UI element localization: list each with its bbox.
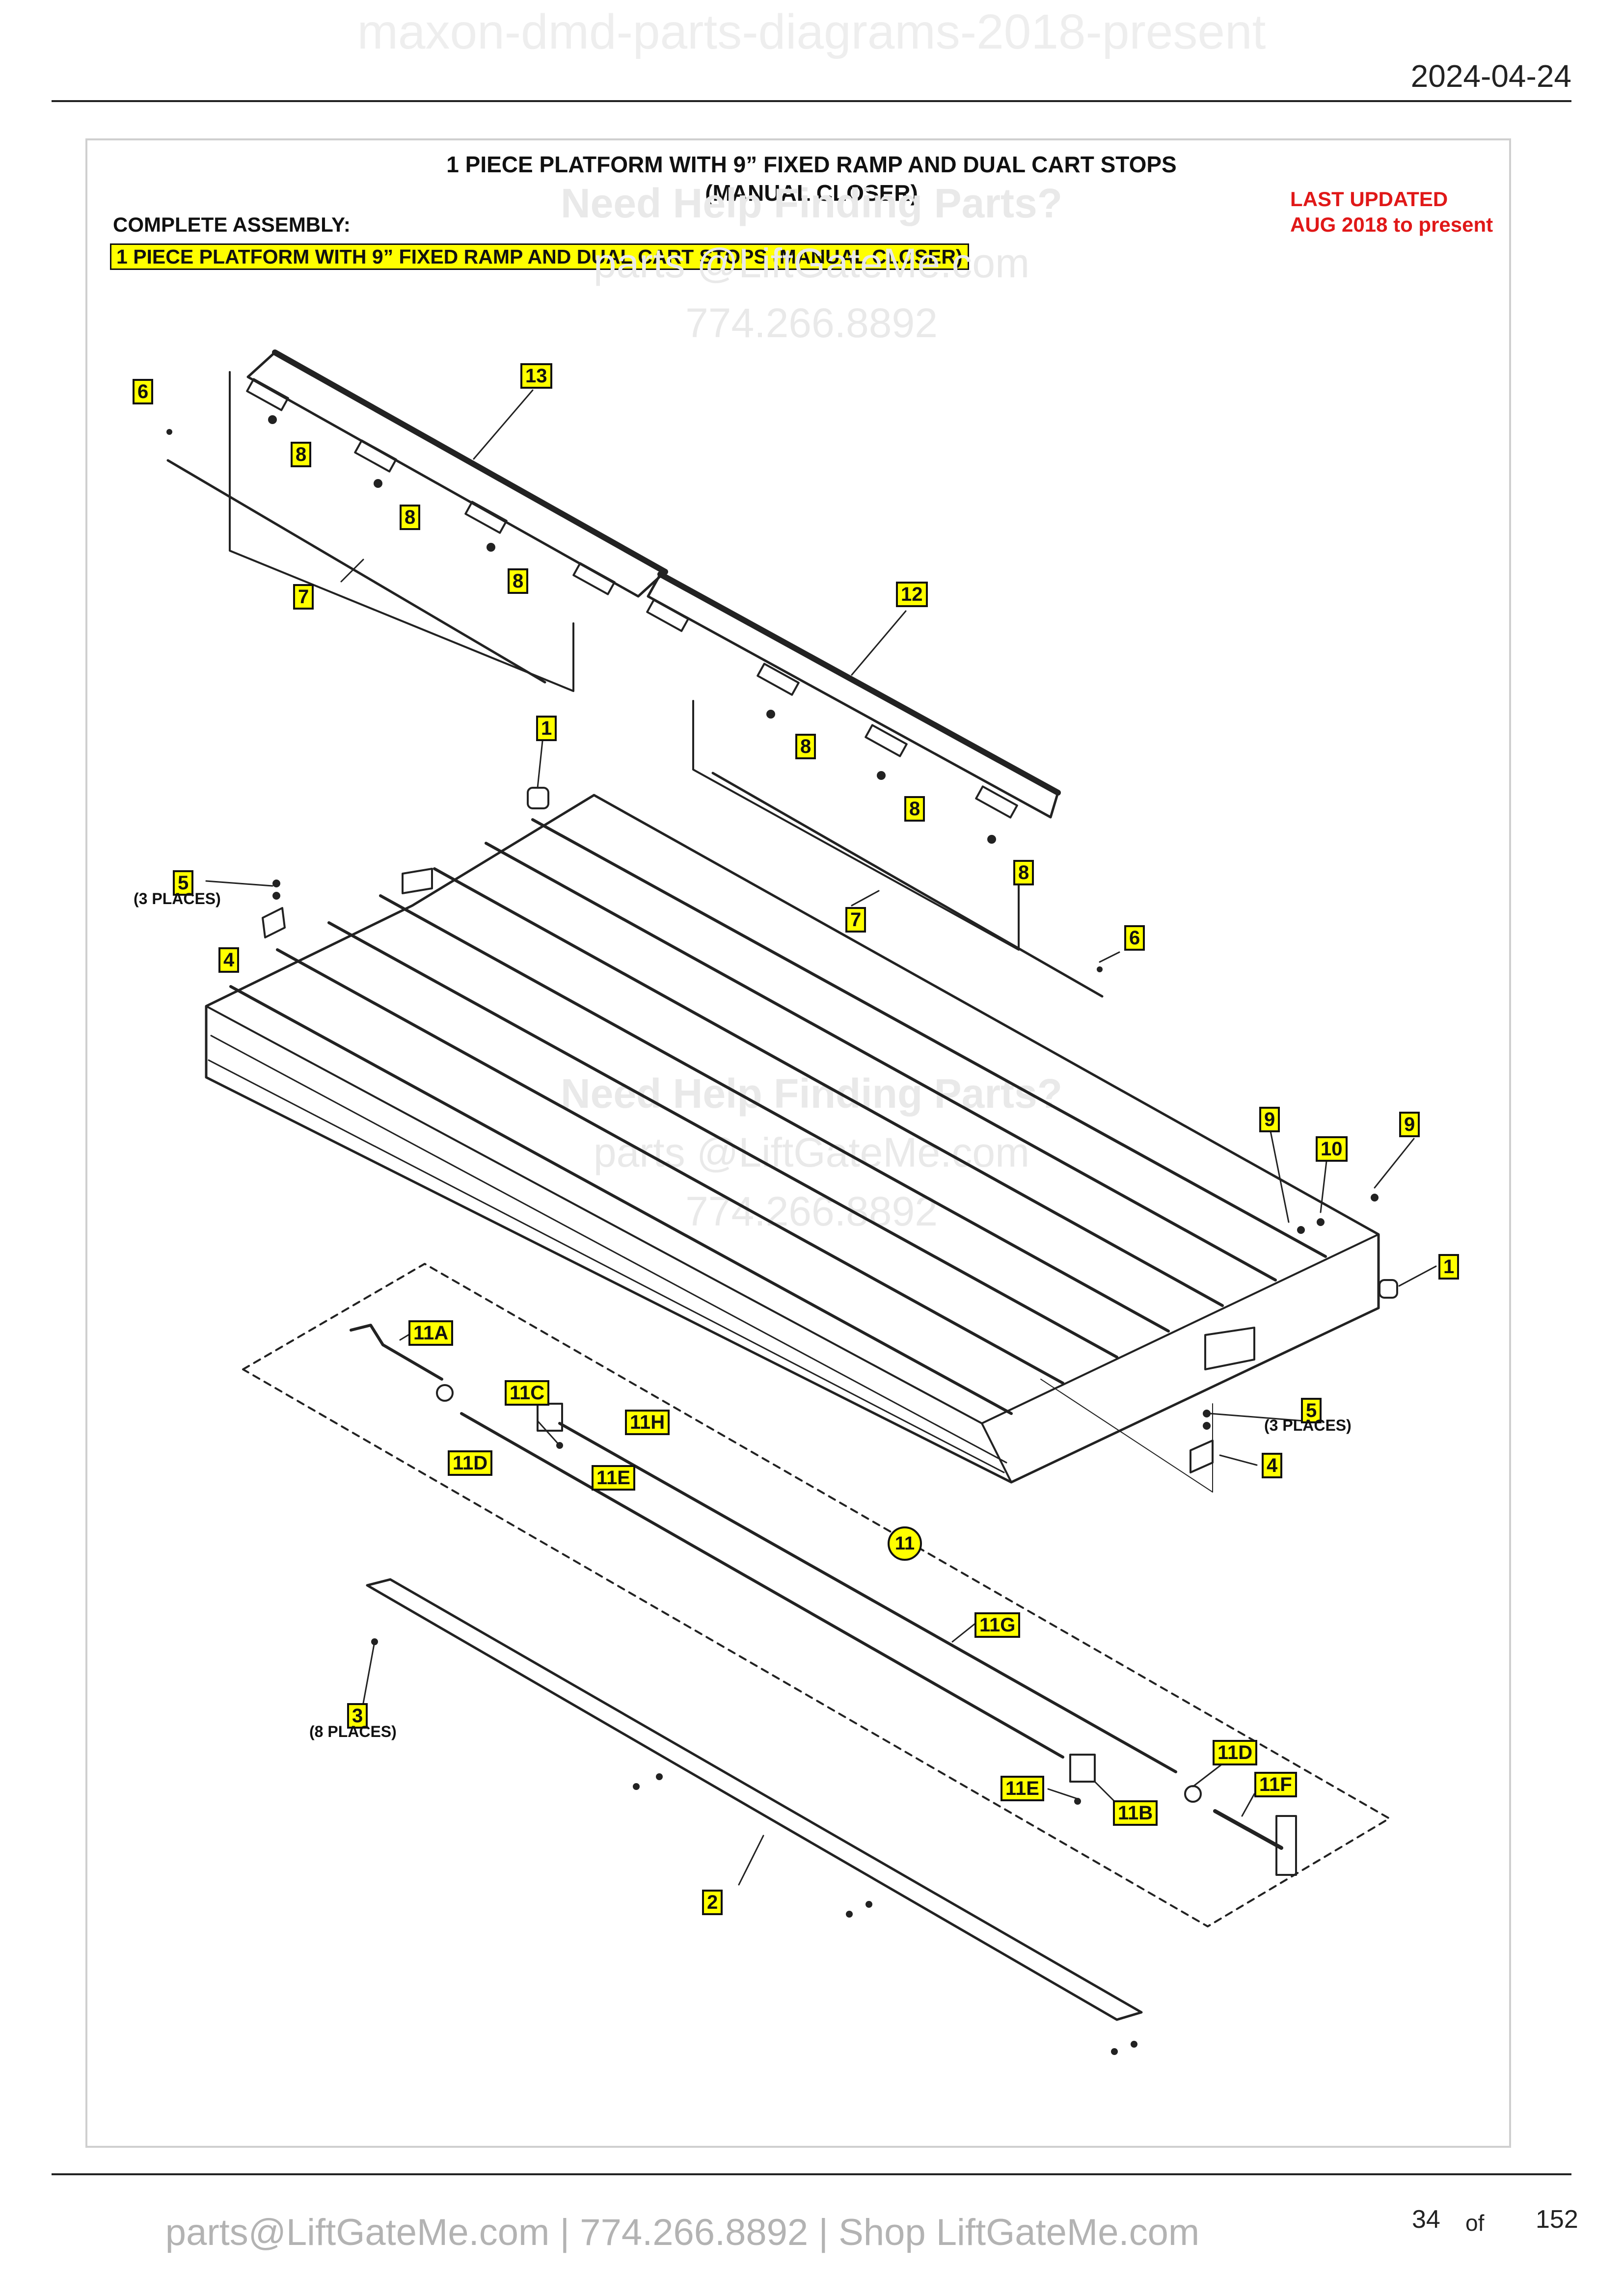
callout-2[interactable]: 2	[702, 1890, 723, 1915]
hardware-dots	[166, 415, 1379, 2055]
page-of: of	[1465, 2210, 1485, 2236]
document-date: 2024-04-24	[1410, 58, 1571, 94]
bottom-plate-2	[366, 1578, 1143, 2021]
callout-11-assembly[interactable]: 11	[888, 1526, 922, 1561]
title-line-1: 1 PIECE PLATFORM WITH 9” FIXED RAMP AND …	[446, 152, 1177, 177]
ramp-rail-12	[646, 571, 1104, 998]
complete-assembly-label: COMPLETE ASSEMBLY:	[113, 213, 351, 236]
callout-6-right[interactable]: 6	[1124, 925, 1145, 951]
page-current: 34	[1412, 2205, 1440, 2234]
ramp-rail-13	[166, 349, 668, 692]
platform-deck	[205, 787, 1398, 1493]
assembly-name-highlight: 1 PIECE PLATFORM WITH 9” FIXED RAMP AND …	[110, 243, 969, 270]
footer-rule	[52, 2173, 1571, 2175]
callout-4-right[interactable]: 4	[1262, 1453, 1283, 1478]
page-total: 152	[1536, 2205, 1578, 2234]
callout-1-top[interactable]: 1	[536, 716, 557, 741]
watermark-email-2: parts @LiftGateMe.com	[593, 1129, 1030, 1175]
diagram-frame	[85, 138, 1511, 2148]
callout-13[interactable]: 13	[520, 363, 552, 389]
callout-5-right[interactable]: 5	[1301, 1398, 1322, 1423]
callout-12[interactable]: 12	[896, 582, 928, 607]
diagram-title: 1 PIECE PLATFORM WITH 9” FIXED RAMP AND …	[0, 150, 1623, 207]
header-watermark: maxon-dmd-parts-diagrams-2018-present	[357, 4, 1266, 59]
last-updated-line-2: AUG 2018 to present	[1290, 213, 1493, 236]
watermark-phone-2: 774.266.8892	[685, 1188, 938, 1234]
callout-11C[interactable]: 11C	[505, 1380, 550, 1406]
callout-11G[interactable]: 11G	[974, 1612, 1021, 1638]
title-line-2: (MANUAL CLOSER)	[705, 180, 918, 206]
callout-11D-right[interactable]: 11D	[1213, 1740, 1258, 1765]
callout-1-right[interactable]: 1	[1438, 1254, 1460, 1280]
callout-7-top[interactable]: 7	[293, 584, 314, 610]
callout-4-left[interactable]: 4	[218, 947, 240, 973]
callout-9-left[interactable]: 9	[1259, 1107, 1280, 1132]
footer-contact[interactable]: parts@LiftGateMe.com | 774.266.8892 | Sh…	[165, 2212, 1200, 2253]
last-updated-note: LAST UPDATED AUG 2018 to present	[1290, 187, 1493, 238]
callout-9-right[interactable]: 9	[1399, 1112, 1420, 1137]
header-rule	[52, 100, 1571, 102]
callout-8-a[interactable]: 8	[291, 442, 312, 467]
callout-8-f[interactable]: 8	[1013, 860, 1034, 885]
callout-8-d[interactable]: 8	[795, 734, 816, 759]
callout-11H[interactable]: 11H	[625, 1410, 670, 1435]
leader-lines	[205, 389, 1437, 1886]
callout-11D-left[interactable]: 11D	[448, 1450, 493, 1476]
last-updated-line-1: LAST UPDATED	[1290, 187, 1448, 211]
callout-8-c[interactable]: 8	[508, 568, 529, 594]
callout-8-e[interactable]: 8	[904, 796, 925, 822]
callout-6-top[interactable]: 6	[133, 379, 154, 404]
watermark-email-1: parts @LiftGateMe.com	[593, 240, 1030, 286]
note-8-places: (8 PLACES)	[309, 1723, 397, 1740]
watermark-heading-1: Need Help Finding Parts?	[560, 180, 1063, 226]
callout-11F[interactable]: 11F	[1254, 1772, 1297, 1797]
callout-11E-right[interactable]: 11E	[1001, 1776, 1044, 1801]
callout-8-b[interactable]: 8	[400, 505, 421, 530]
note-3-places-right: (3 PLACES)	[1264, 1416, 1352, 1434]
callout-10[interactable]: 10	[1316, 1136, 1348, 1162]
callout-3[interactable]: 3	[347, 1703, 368, 1729]
callout-11A[interactable]: 11A	[408, 1320, 454, 1346]
callout-5-left[interactable]: 5	[173, 870, 194, 896]
cart-stop-brackets	[262, 907, 1214, 1473]
closer-assembly-11	[242, 1263, 1390, 1927]
note-3-places-left: (3 PLACES)	[134, 890, 221, 908]
watermark-phone-1: 774.266.8892	[685, 300, 938, 346]
callout-11B[interactable]: 11B	[1113, 1800, 1158, 1826]
callout-7-right[interactable]: 7	[845, 907, 866, 933]
callout-11E-left[interactable]: 11E	[592, 1465, 635, 1491]
